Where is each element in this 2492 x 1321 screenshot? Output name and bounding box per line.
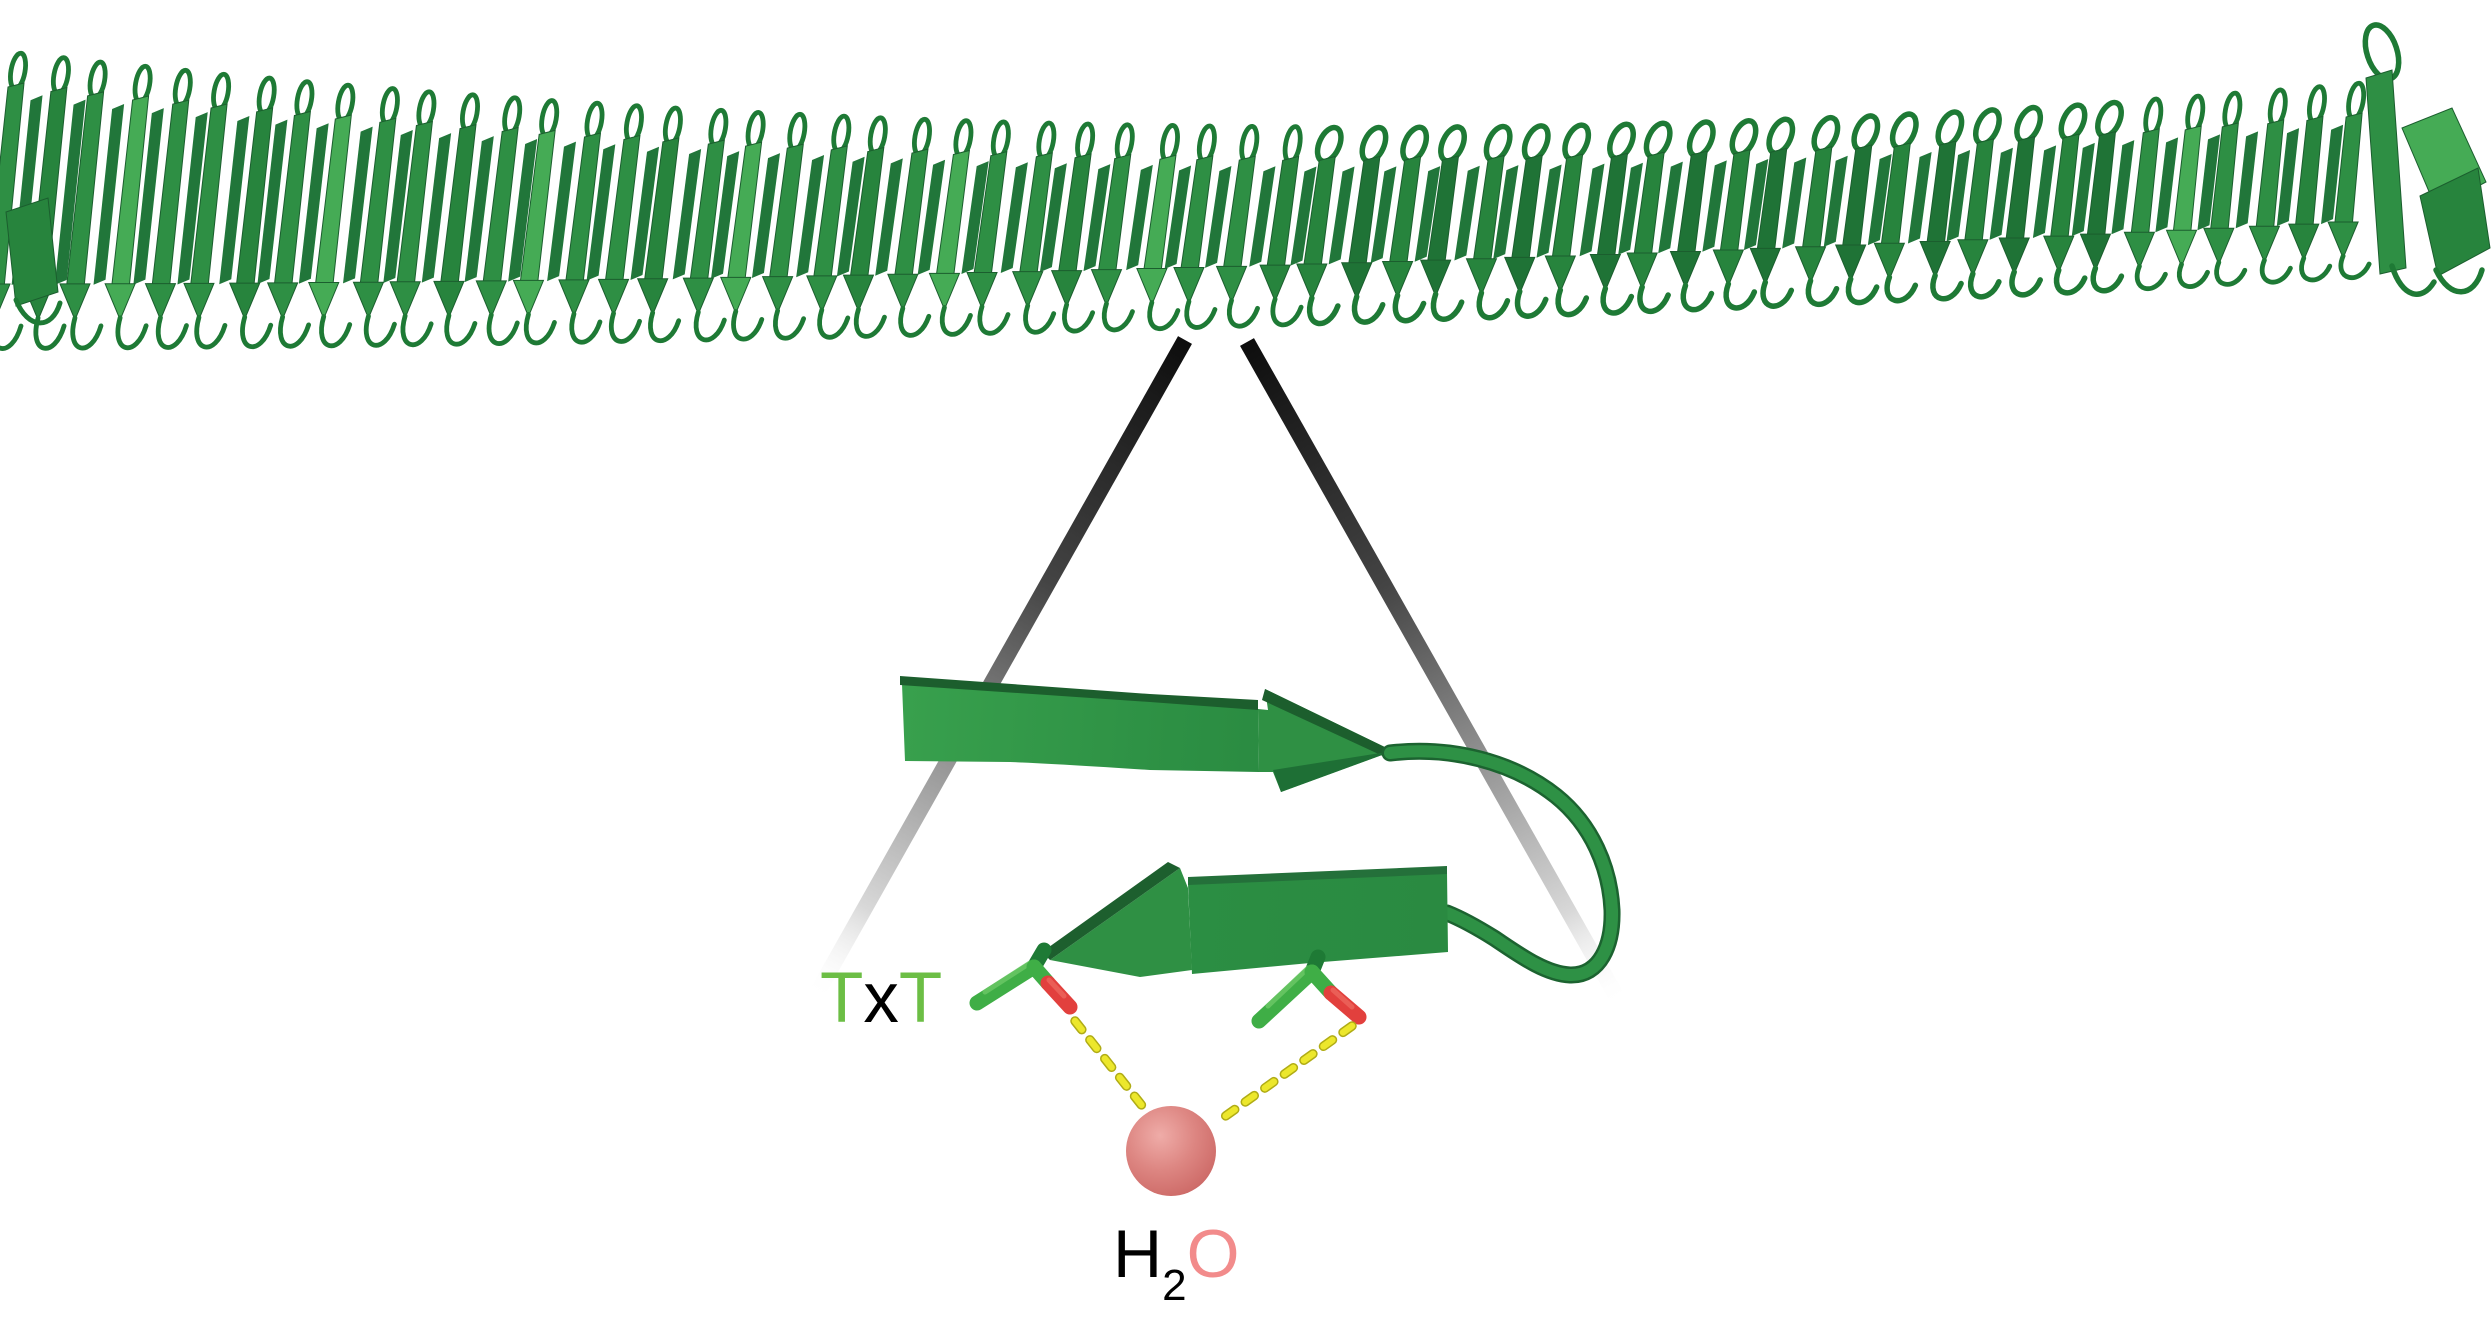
fibril-ribbon — [0, 22, 2491, 351]
ribbon-top-bevel — [900, 676, 1258, 710]
threonine-sidechain-right — [1251, 949, 1367, 1029]
water-molecule-sphere — [1126, 1106, 1216, 1196]
txt-motif-label: TxT — [820, 959, 942, 1038]
water-o: O — [1187, 1216, 1240, 1292]
motif-t2: T — [899, 959, 942, 1038]
threonine-sidechain-left — [969, 942, 1078, 1015]
hydrogen-bond-right — [1215, 1021, 1357, 1125]
motif-t1: T — [820, 959, 863, 1038]
hydrogen-bond-left — [1070, 1016, 1152, 1117]
water-h: H — [1113, 1216, 1162, 1292]
motif-x: x — [863, 959, 899, 1038]
thr-methyl-stick — [969, 959, 1042, 1011]
inset-beta-hairpin — [900, 676, 1621, 1196]
thr-hydroxyl-oxygen — [1040, 975, 1078, 1015]
water-label: H2O — [1113, 1216, 1240, 1310]
zoom-line-right — [1240, 338, 1647, 1042]
water-subscript: 2 — [1162, 1261, 1186, 1310]
beta-strand-upper — [900, 676, 1393, 792]
beta-strand-lower — [1042, 862, 1448, 977]
thr-methyl-stick — [1251, 964, 1320, 1029]
ribbon-top-bevel — [1042, 862, 1180, 960]
thr-hydroxyl-oxygen — [1323, 985, 1367, 1025]
turn-loop — [1384, 745, 1619, 981]
